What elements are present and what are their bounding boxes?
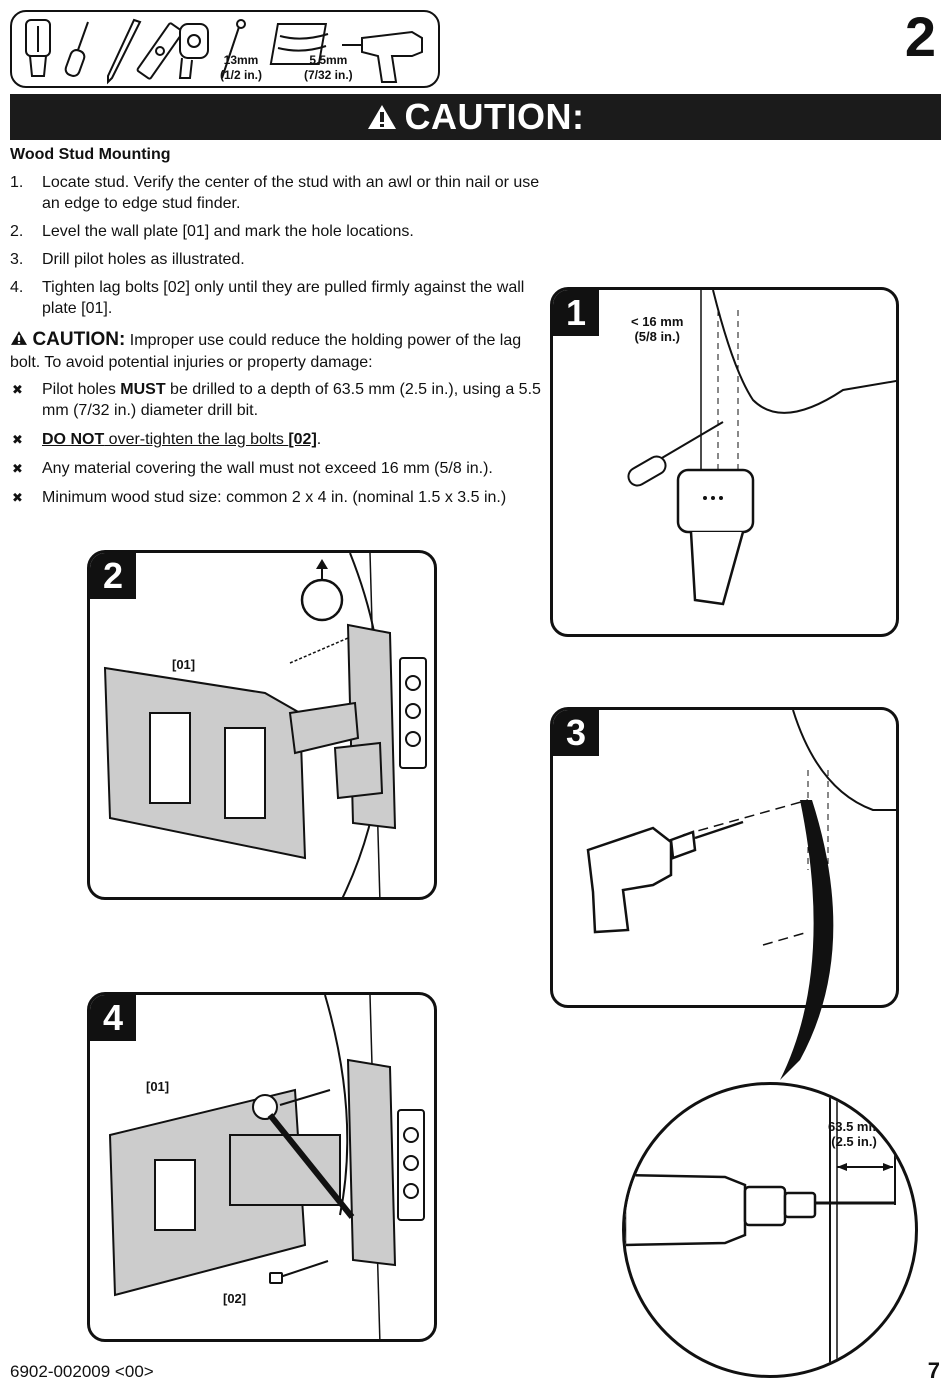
tv-bracket <box>108 1088 341 1297</box>
awl-icon <box>64 21 89 77</box>
drill-depth-in: (2.5 in.) <box>831 1134 877 1149</box>
caution-banner-text: CAUTION: <box>404 96 585 137</box>
steps-list: 1. Locate stud. Verify the center of the… <box>10 172 545 326</box>
list-item: ✖ DO NOT over-tighten the lag bolts [02]… <box>10 429 545 450</box>
wood-stud-icon <box>269 23 329 65</box>
step-4-panel: 4 [01] [02] <box>87 992 437 1342</box>
step-text: Locate stud. Verify the center of the st… <box>42 174 540 212</box>
list-item: 3. Drill pilot holes as illustrated. <box>10 249 545 270</box>
page-step-number: 2 <box>904 5 936 68</box>
drill-icon <box>342 30 423 83</box>
tape-measure-icon <box>178 23 209 79</box>
step-text: Tighten lag bolts [02] only until they a… <box>42 279 525 317</box>
level-icon <box>399 657 427 769</box>
list-item: 1. Locate stud. Verify the center of the… <box>10 172 545 214</box>
stud-locate-illustration <box>627 290 896 606</box>
tools-illustration <box>25 18 423 85</box>
warning-icon <box>367 105 396 129</box>
step-text: Level the wall plate [01] and mark the h… <box>42 223 414 240</box>
bullet-icon: ✖ <box>12 432 23 447</box>
socket-size-in: (1/2 in.) <box>220 68 263 82</box>
caution-paragraph: CAUTION: Improper use could reduce the h… <box>10 329 545 374</box>
wall-plate-ref-label: [01] <box>146 1079 170 1094</box>
tv-bracket <box>103 666 384 860</box>
covering-depth-in: (5/8 in.) <box>634 329 680 344</box>
list-item: ✖ Minimum wood stud size: common 2 x 4 i… <box>10 487 545 508</box>
step-number: 3. <box>10 251 24 268</box>
drill-icon <box>625 1173 817 1247</box>
level-icon <box>397 1109 425 1221</box>
pencil-icon <box>107 18 142 85</box>
level-icon <box>136 22 184 80</box>
document-number: 6902-002009 <00> <box>10 1362 154 1381</box>
caution-label: CAUTION: <box>32 329 126 350</box>
caution-banner: CAUTION: <box>10 94 941 140</box>
bullet-text: Minimum wood stud size: common 2 x 4 in.… <box>42 489 507 506</box>
bullet-strong: MUST <box>120 381 166 398</box>
bullet-text: over-tighten the lag bolts <box>104 431 289 448</box>
wall-plate <box>346 1058 397 1267</box>
drill-pilot-holes-illustration <box>586 710 896 946</box>
drill-bit-mm: 5.5mm <box>309 53 348 67</box>
step-number-badge: 1 <box>553 290 599 336</box>
socket-wrench-icon <box>221 19 246 79</box>
socket-wrench-icon <box>252 1089 355 1219</box>
bullet-ref: [02] <box>288 431 317 448</box>
level-wall-plate-illustration <box>103 553 427 897</box>
stud-finder-icon <box>676 468 755 606</box>
bullet-text: be drilled to a depth of 63.5 mm (2.5 in… <box>42 381 541 419</box>
bullet-icon: ✖ <box>12 490 23 505</box>
step-number: 2. <box>10 223 24 240</box>
bullet-text: . <box>316 431 322 448</box>
section-title: Wood Stud Mounting <box>10 146 171 163</box>
step-number-badge: 4 <box>90 995 136 1041</box>
bullet-text: Any material covering the wall must not … <box>42 460 493 477</box>
step-number: 1. <box>10 174 24 191</box>
step-number-badge: 3 <box>553 710 599 756</box>
drill-depth-illustration <box>625 1085 896 1375</box>
covering-depth-mm: < 16 mm <box>631 314 684 329</box>
caution-bullets: ✖ Pilot holes MUST be drilled to a depth… <box>10 379 545 516</box>
covering-depth-label: < 16 mm (5/8 in.) <box>631 314 683 344</box>
list-item: ✖ Any material covering the wall must no… <box>10 458 545 479</box>
drill-bit-in: (7/32 in.) <box>304 68 353 82</box>
drill-depth-label: 63.5 mm (2.5 in.) <box>828 1119 880 1149</box>
drill-depth-mm: 63.5 mm <box>828 1119 881 1134</box>
socket-size-label: 13mm (1/2 in.) <box>220 53 262 83</box>
tools-strip: 13mm (1/2 in.) 5.5mm (7/32 in.) <box>10 10 440 88</box>
drill-bit-label: 5.5mm (7/32 in.) <box>304 53 353 83</box>
step-text: Drill pilot holes as illustrated. <box>42 251 245 268</box>
warning-icon <box>11 331 27 345</box>
lag-bolt-ref-label: [02] <box>223 1291 247 1306</box>
list-item: ✖ Pilot holes MUST be drilled to a depth… <box>10 379 545 421</box>
drill-icon <box>586 820 744 934</box>
bullet-strong: DO NOT <box>42 431 105 448</box>
list-item: 4. Tighten lag bolts [02] only until the… <box>10 277 545 319</box>
wall-plate-ref-label: [01] <box>172 657 196 672</box>
drill-depth-zoom: 63.5 mm (2.5 in.) <box>622 1082 918 1378</box>
lag-bolt-icon <box>269 1260 329 1284</box>
list-item: 2. Level the wall plate [01] and mark th… <box>10 221 545 242</box>
caution-text: Improper use could reduce the holding po… <box>10 332 522 371</box>
bullet-text: Pilot holes <box>42 381 121 398</box>
step-1-panel: 1 < 16 mm (5/8 in.) <box>550 287 899 637</box>
page-number: 7 <box>927 1358 940 1383</box>
step-number-badge: 2 <box>90 553 136 599</box>
socket-size-mm: 13mm <box>223 53 259 67</box>
step-2-panel: 2 [01] <box>87 550 437 900</box>
step-3-panel: 3 <box>550 707 899 1008</box>
tighten-lag-bolts-illustration <box>108 995 425 1339</box>
step-number: 4. <box>10 279 24 296</box>
bullet-icon: ✖ <box>12 461 23 476</box>
bullet-icon: ✖ <box>12 382 23 397</box>
stud-finder-icon <box>25 19 51 77</box>
